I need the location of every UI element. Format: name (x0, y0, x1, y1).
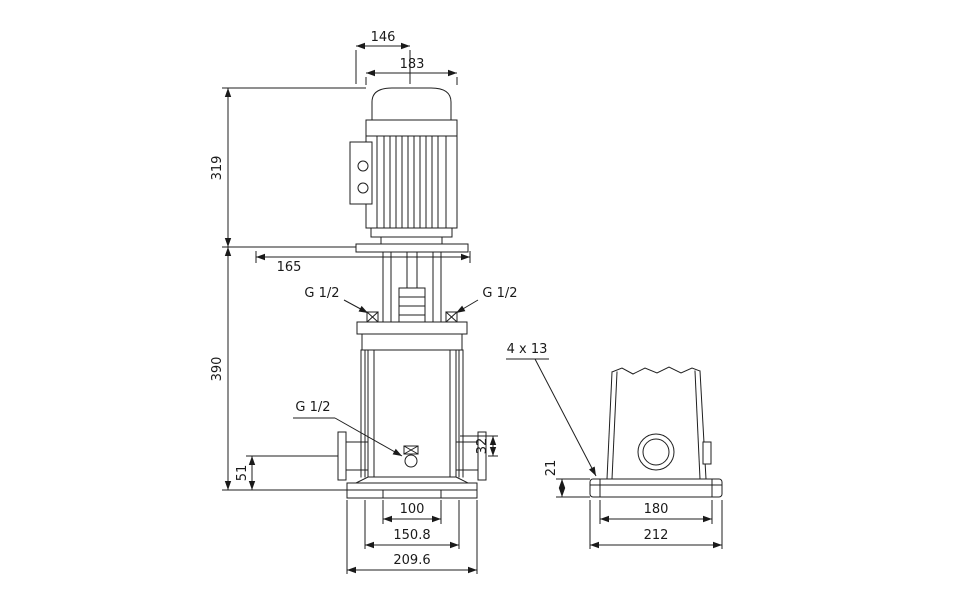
motor-flange (370, 227, 453, 238)
pump-head (356, 321, 468, 351)
dim-label-209-6: 209.6 (393, 553, 430, 568)
dim-label-21: 21 (544, 460, 559, 477)
dim-bolt-spacing: 150.8 (364, 500, 460, 549)
dim-base-width: 209.6 (346, 500, 478, 574)
side-body (606, 366, 712, 480)
dim-pump-height: 390 (210, 247, 347, 491)
dim-label-146: 146 (371, 30, 396, 45)
coupling (382, 251, 442, 323)
dim-label-165: 165 (277, 260, 302, 275)
dim-label-51: 51 (235, 465, 250, 482)
vent-plug-right (445, 311, 458, 323)
dim-motor-top: 146 (355, 30, 411, 84)
leader-vent-left: G 1/2 (304, 286, 369, 314)
side-base-plate (589, 478, 723, 498)
leader-vent-right: G 1/2 (455, 286, 518, 314)
dim-label-100: 100 (400, 502, 425, 517)
coupling-guard-left (382, 251, 392, 323)
pump-head-body (361, 333, 463, 351)
motor-adapter (380, 236, 443, 245)
motor-dome (371, 87, 452, 121)
shaft-coupling (398, 287, 426, 323)
side-view-dimensions: 4 x 13 21 180 212 (506, 342, 723, 549)
cable-entry-bottom (357, 182, 369, 194)
dim-motor-height: 319 (210, 87, 366, 248)
dim-foot-length: 180 (599, 500, 713, 524)
dim-foot-inner: 100 (382, 500, 442, 524)
front-view-dimensions: 146 183 319 390 165 G 1/2 G 1 (210, 30, 518, 574)
dim-stool: 165 (255, 251, 471, 275)
vent-plug-left (366, 311, 379, 323)
motor-stool-plate (355, 243, 469, 253)
dim-base-length: 212 (589, 500, 723, 549)
dim-plate-thickness: 21 (544, 460, 590, 498)
discharge-port (455, 431, 487, 481)
port-label-g12-left: G 1/2 (304, 286, 339, 301)
dim-label-180: 180 (644, 502, 669, 517)
leader-bolt-holes: 4 x 13 (506, 342, 597, 477)
drain-plug (403, 445, 419, 468)
dim-label-32: 32 (475, 438, 490, 455)
break-line (611, 366, 701, 375)
dim-label-390: 390 (210, 357, 225, 382)
dim-port-center-height: 51 (235, 455, 338, 490)
dim-port-offset: 32 (460, 435, 498, 457)
side-port-boss (702, 441, 712, 465)
base-foot-plate (346, 489, 478, 499)
port-label-g12-right: G 1/2 (482, 286, 517, 301)
base-flange (346, 482, 478, 491)
pump-head-flange (356, 321, 468, 335)
dim-label-212: 212 (644, 528, 669, 543)
pump-sleeve (360, 349, 464, 478)
port-label-g12-drain: G 1/2 (295, 400, 330, 415)
leader-drain: G 1/2 (293, 400, 403, 457)
dim-motor-width: 183 (365, 57, 458, 85)
dim-label-183: 183 (400, 57, 425, 72)
terminal-box (349, 141, 373, 205)
dim-label-150-8: 150.8 (393, 528, 430, 543)
side-port-face (637, 433, 675, 471)
suction-port (337, 431, 369, 481)
pump-base (346, 476, 478, 499)
side-view (589, 366, 723, 498)
base-skirt (355, 476, 469, 484)
front-view (337, 87, 487, 499)
coupling-guard-right (432, 251, 442, 323)
cable-entry-top (357, 160, 369, 172)
suction-flange (337, 431, 347, 481)
motor-cooling-fins (376, 135, 447, 228)
motor (365, 87, 458, 245)
dim-label-319: 319 (210, 156, 225, 181)
dim-label-4x13: 4 x 13 (507, 342, 548, 357)
